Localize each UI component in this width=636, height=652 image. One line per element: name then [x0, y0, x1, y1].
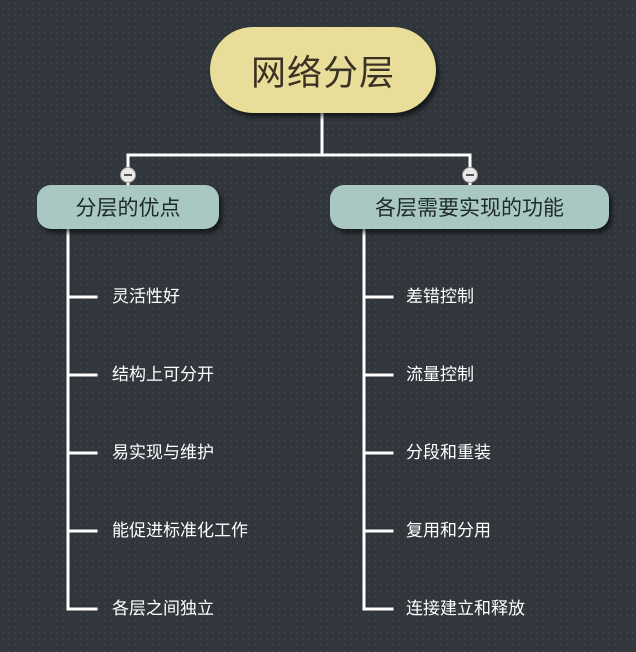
leaf-node[interactable]: 各层之间独立 — [112, 599, 214, 619]
leaf-node[interactable]: 复用和分用 — [406, 521, 491, 541]
leaf-node[interactable]: 分段和重装 — [406, 443, 491, 463]
collapse-minus-icon[interactable] — [462, 167, 478, 183]
leaf-node[interactable]: 差错控制 — [406, 287, 474, 307]
collapse-minus-icon[interactable] — [120, 167, 136, 183]
leaf-node[interactable]: 流量控制 — [406, 365, 474, 385]
branch-node-advantages[interactable]: 分层的优点 — [37, 185, 219, 229]
branch-node-functions[interactable]: 各层需要实现的功能 — [330, 185, 609, 229]
leaf-node[interactable]: 结构上可分开 — [112, 365, 214, 385]
leaf-node[interactable]: 能促进标准化工作 — [112, 521, 248, 541]
leaf-node[interactable]: 易实现与维护 — [112, 443, 214, 463]
root-node[interactable]: 网络分层 — [210, 27, 436, 113]
leaf-node[interactable]: 连接建立和释放 — [406, 599, 525, 619]
leaf-node[interactable]: 灵活性好 — [112, 287, 180, 307]
